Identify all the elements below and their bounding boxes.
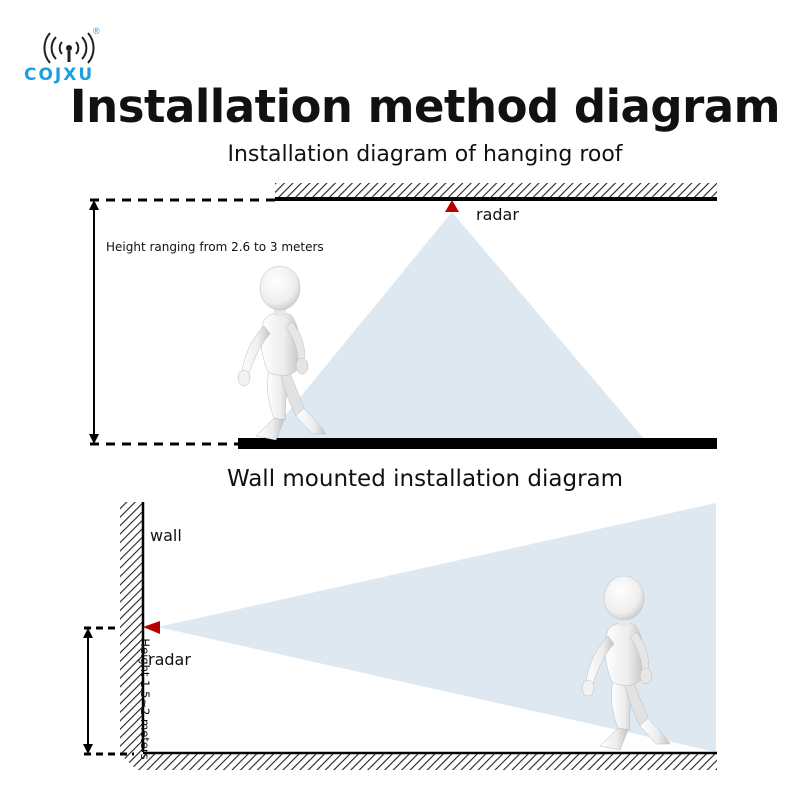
radar-detection-beam: [265, 212, 645, 440]
page-title: Installation method diagram: [69, 80, 781, 133]
signal-icon: [43, 32, 95, 64]
logo-text: COJXU: [24, 65, 95, 85]
radar-icon-ceiling: [445, 200, 459, 212]
wall-corner-hatch: [120, 754, 160, 770]
ceiling-height-label: Height ranging from 2.6 to 3 meters: [106, 240, 324, 254]
height-bracket-wall: [83, 626, 134, 756]
floor-line: [238, 438, 717, 449]
wall-label: wall: [150, 526, 182, 545]
floor-hatch-wall: [143, 754, 717, 770]
wall-hatch: [120, 502, 142, 754]
ceiling-line: [275, 197, 717, 201]
radar-icon-wall: [143, 621, 160, 634]
ceiling-hatch: [275, 183, 717, 198]
height-arrow-ceiling: [89, 200, 99, 444]
radar-detection-beam-wall: [158, 503, 716, 752]
registered-mark: ®: [93, 26, 100, 36]
wall-radar-label: radar: [148, 650, 191, 669]
wall-height-label: Height 1.5~2 meters: [138, 638, 152, 760]
ceiling-section-heading: Installation diagram of hanging roof: [227, 142, 623, 167]
wall-section-heading: Wall mounted installation diagram: [226, 466, 624, 492]
ceiling-radar-label: radar: [476, 205, 519, 224]
